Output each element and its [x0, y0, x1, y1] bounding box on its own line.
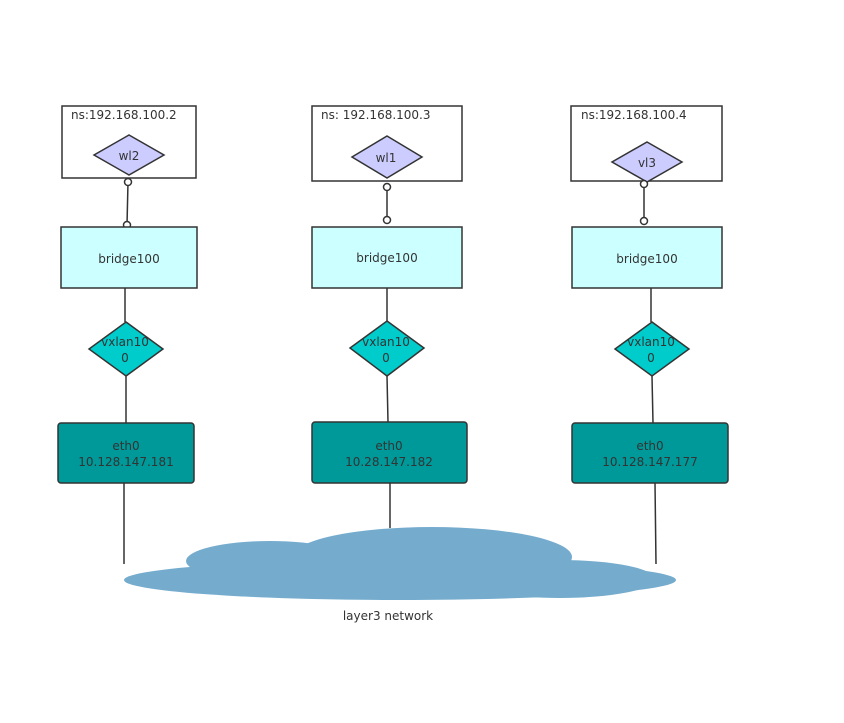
host-2-veth-diamond: [350, 135, 424, 179]
host-3-uplink: [654, 482, 657, 565]
host-2-namespace-label: ns: 192.168.100.3: [321, 108, 431, 122]
host-2-eth-box: [311, 421, 468, 484]
host-2-veth-port-top: [382, 182, 392, 192]
host-2-vxlan-diamond: [348, 320, 426, 377]
host-3-bridge-box: [571, 226, 723, 289]
host-1-veth-label: wl2: [119, 149, 140, 163]
host-1: ns:192.168.100.2 wl2 bridge100 vxlan10 0…: [57, 105, 198, 564]
host-3-eth-label-line1: eth0: [636, 439, 663, 453]
host-3-veth-port-top: [639, 179, 649, 189]
host-1-namespace-label: ns:192.168.100.2: [71, 108, 177, 122]
layer3-network-cloud: [124, 527, 676, 600]
host-2-eth-label-line1: eth0: [375, 439, 402, 453]
host-1-eth-label-line2: 10.128.147.181: [78, 455, 173, 469]
host-1-vxlan-label-line2: 0: [121, 351, 129, 365]
host-2: ns: 192.168.100.3 wl1 bridge100 vxlan10 …: [311, 105, 468, 528]
host-1-veth-diamond: [92, 134, 166, 176]
host-2-eth-label-line2: 10.28.147.182: [345, 455, 433, 469]
host-1-veth-port-top: [123, 177, 133, 187]
host-3-namespace-label: ns:192.168.100.4: [581, 108, 687, 122]
host-2-veth-label: wl1: [376, 151, 397, 165]
host-1-veth-link: [126, 181, 129, 226]
host-2-vxlan-label-line2: 0: [382, 351, 390, 365]
host-1-vxlan-label-line1: vxlan10: [101, 335, 149, 349]
host-1-eth-label-line1: eth0: [112, 439, 139, 453]
layer3-network-label: layer3 network: [343, 609, 433, 623]
host-3-eth-vxlan-link: [651, 375, 654, 424]
host-2-bridge-box: [311, 226, 463, 289]
host-3-bridge-label: bridge100: [616, 252, 677, 266]
host-3-veth-port-bottom: [639, 216, 649, 226]
host-3: ns:192.168.100.4 vl3 bridge100 vxlan10 0…: [570, 105, 729, 565]
host-2-vxlan-label-line1: vxlan10: [362, 335, 410, 349]
host-1-vxlan-diamond: [87, 321, 165, 377]
host-2-veth-port-bottom: [382, 215, 392, 225]
host-2-eth-vxlan-link: [386, 375, 389, 423]
host-3-vxlan-label-line2: 0: [647, 351, 655, 365]
host-3-veth-label: vl3: [638, 156, 656, 170]
host-3-vxlan-label-line1: vxlan10: [627, 335, 675, 349]
host-3-eth-label-line2: 10.128.147.177: [602, 455, 697, 469]
host-1-bridge-label: bridge100: [98, 252, 159, 266]
host-3-eth-box: [571, 422, 729, 484]
host-2-bridge-label: bridge100: [356, 251, 417, 265]
host-3-vxlan-diamond: [613, 321, 691, 377]
host-1-bridge-box: [60, 226, 198, 289]
host-1-eth-box: [57, 422, 195, 484]
